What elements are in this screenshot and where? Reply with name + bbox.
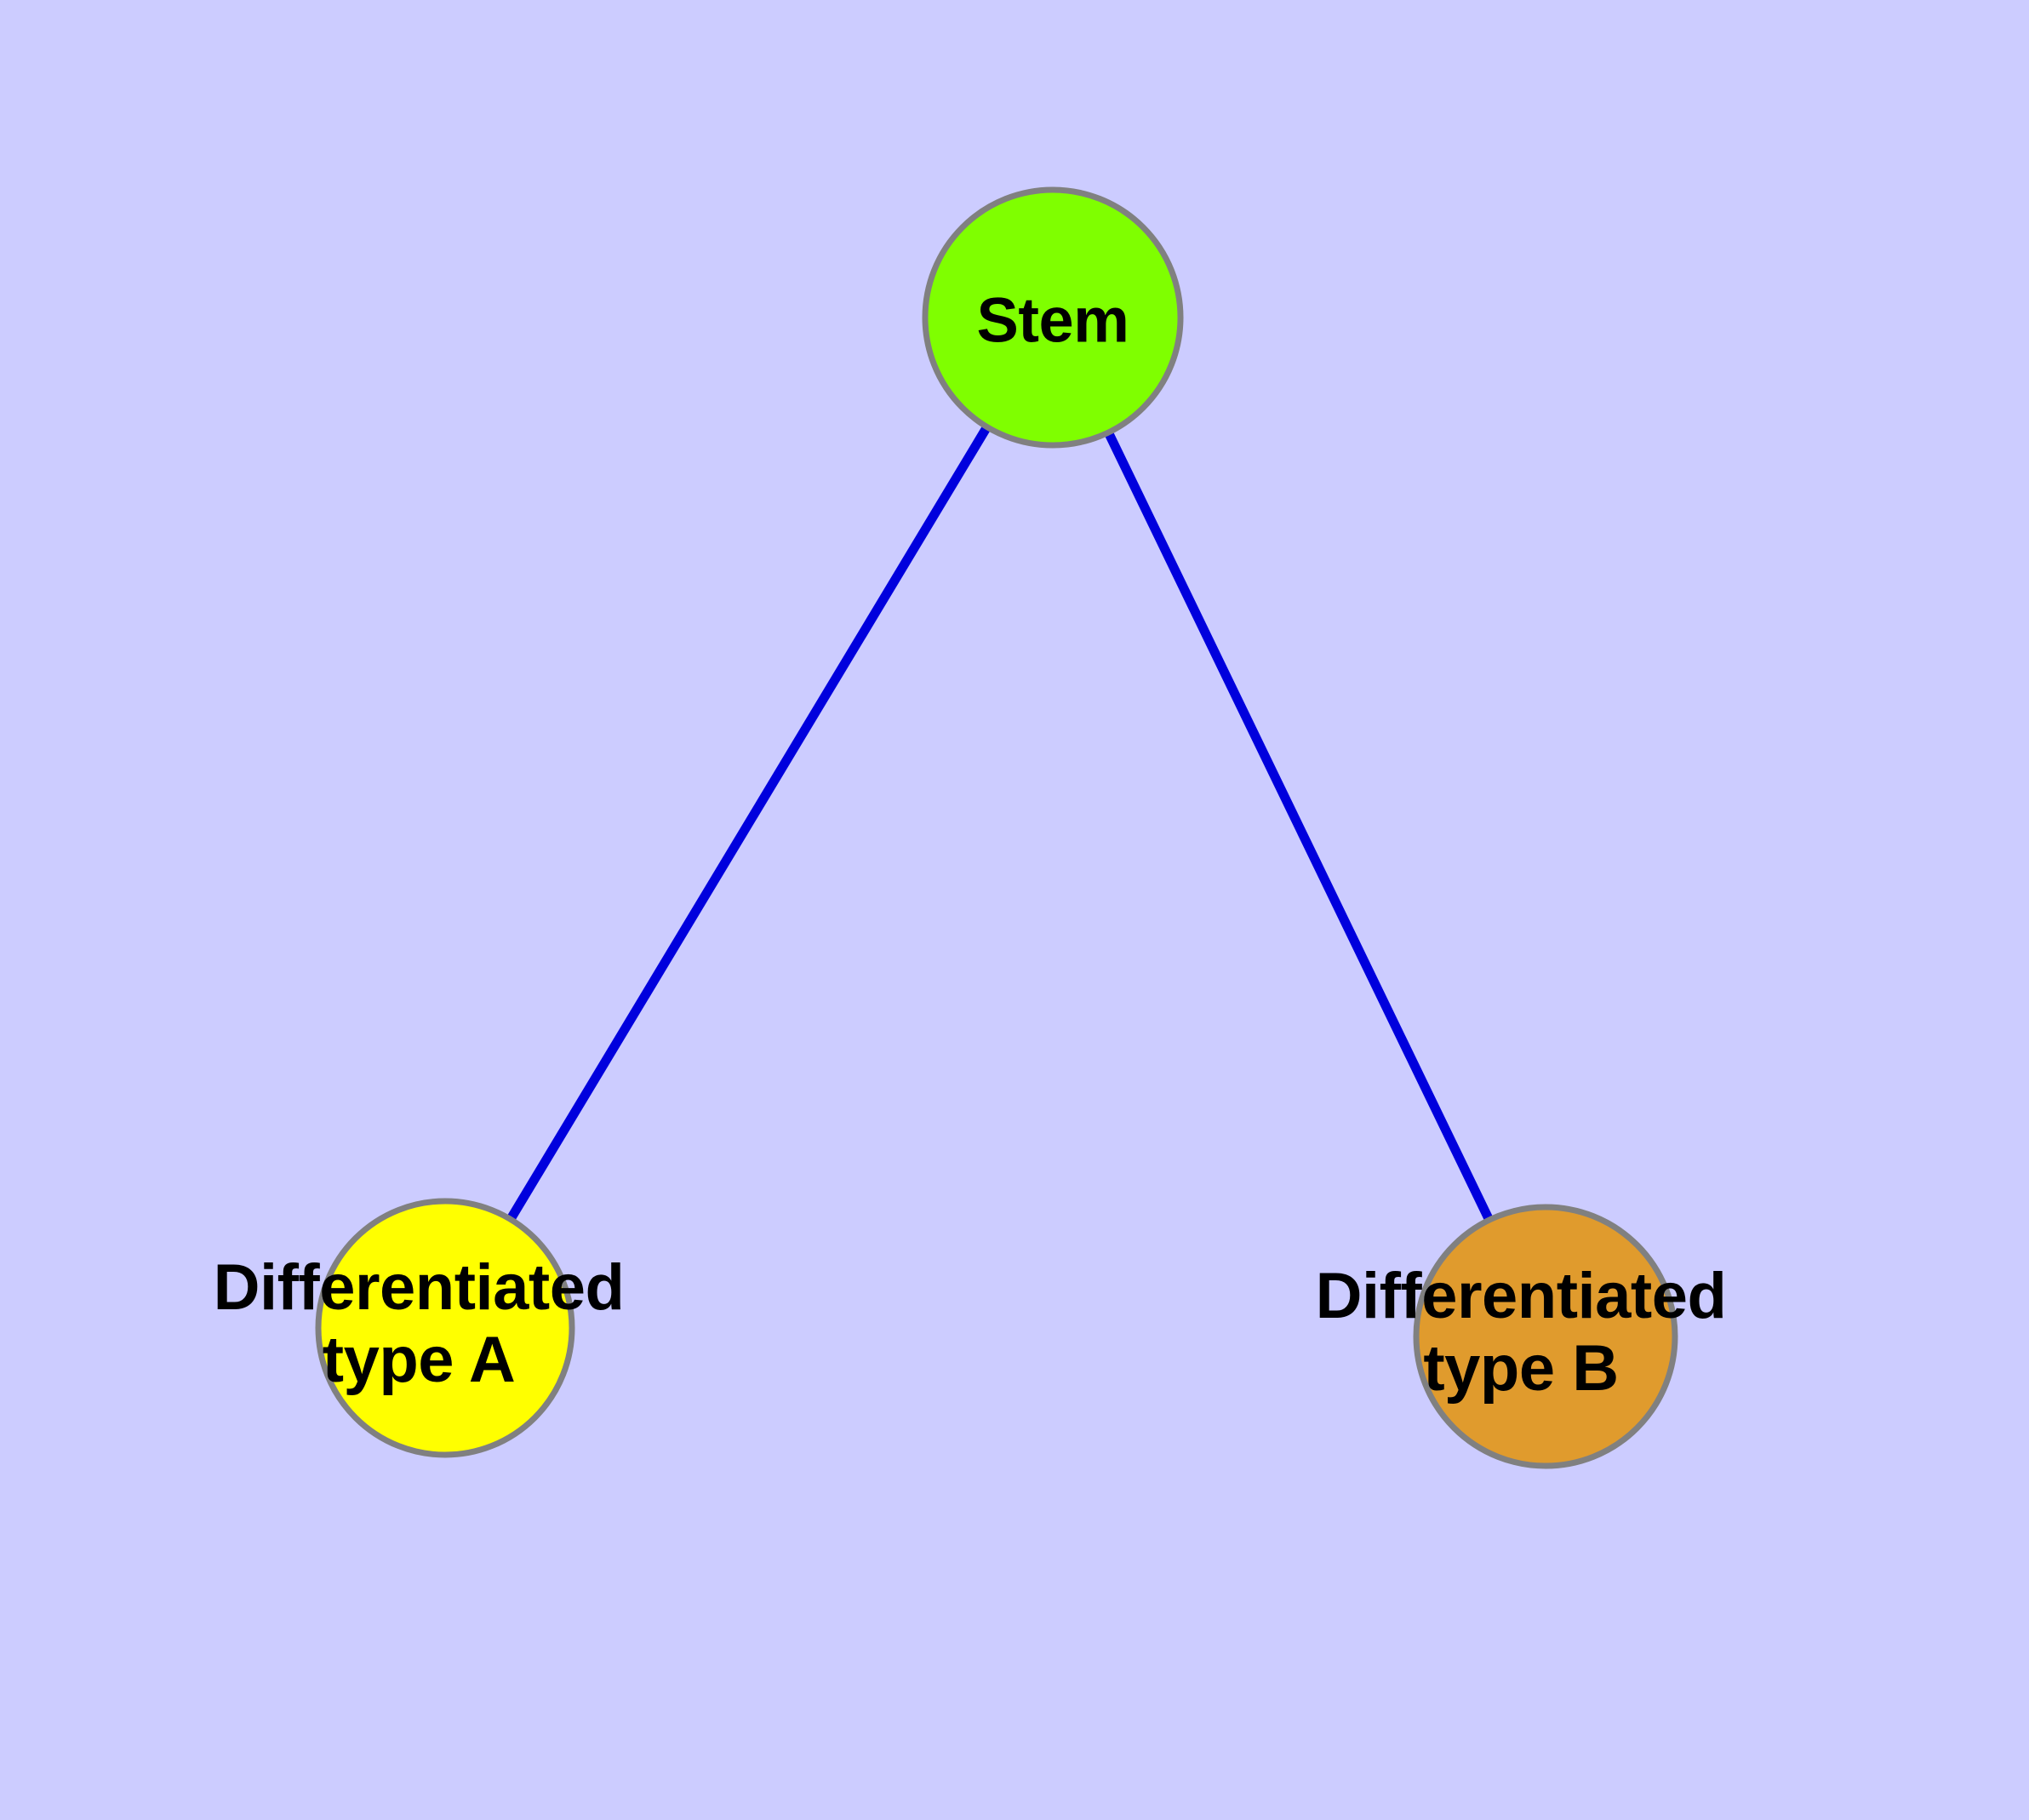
node-layer: [315, 186, 1678, 1469]
graph-edge[interactable]: [1049, 315, 1550, 1339]
graph-node-diff-a[interactable]: [315, 1198, 575, 1458]
graph-edge[interactable]: [441, 315, 1057, 1331]
graph-node-stem[interactable]: [922, 186, 1184, 449]
graph-node-diff-b[interactable]: [1413, 1204, 1678, 1469]
edge-layer: [441, 315, 1550, 1339]
